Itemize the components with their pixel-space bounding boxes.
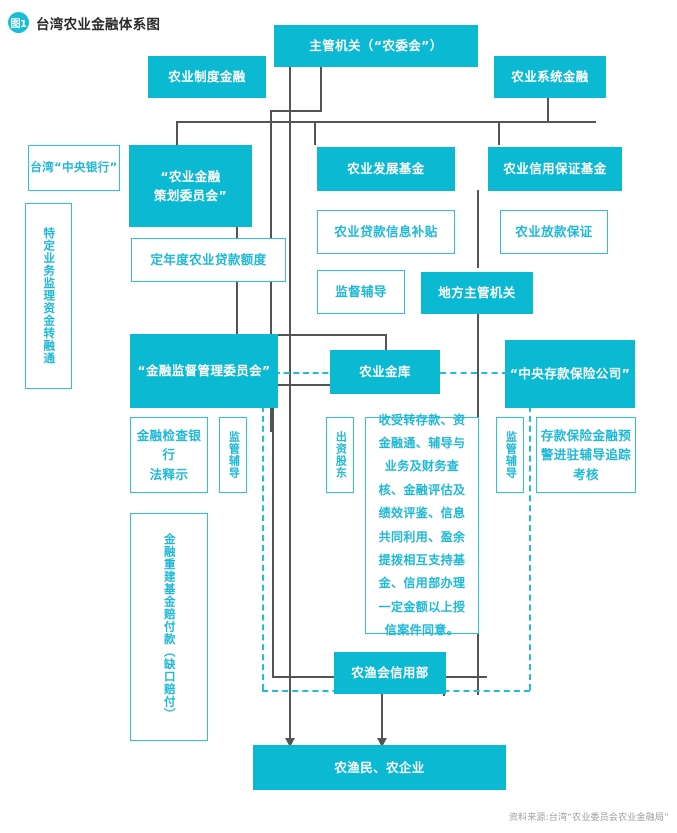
node-agri-loan-guarantee[interactable]: 农业放款保证 xyxy=(500,210,608,254)
node-end-users[interactable]: 农渔民、农企业 xyxy=(253,745,506,790)
node-supervision-guidance-right[interactable]: 监管辅导 xyxy=(496,417,524,493)
connector xyxy=(477,190,479,268)
connector xyxy=(176,121,178,145)
connector xyxy=(272,394,274,676)
dashed-boundary xyxy=(529,396,531,690)
arrow-head xyxy=(377,738,387,747)
connector xyxy=(176,121,596,123)
node-label-line2: 法释示 xyxy=(149,466,189,482)
node-agri-development-fund[interactable]: 农业发展基金 xyxy=(317,147,455,191)
node-deposit-insurance-warning[interactable]: 存款保险金融预警进驻辅导追踪考核 xyxy=(536,417,636,493)
node-farmers-fishermen-credit-dept[interactable]: 农渔会信用部 xyxy=(334,652,446,694)
connector xyxy=(320,66,322,112)
node-agri-loan-interest-subsidy[interactable]: 农业贷款信息补贴 xyxy=(317,210,455,254)
connector xyxy=(236,334,386,336)
node-competent-authority[interactable]: 主管机关（“农委会”） xyxy=(274,25,478,67)
connector xyxy=(289,690,291,742)
source-note: 资料来源:台湾“农业委员会农业金融局” xyxy=(508,813,669,823)
connector xyxy=(314,121,316,145)
dashed-boundary xyxy=(274,372,338,374)
dashed-boundary xyxy=(262,396,264,690)
node-label-line1: “农业金融 xyxy=(160,168,221,184)
connector xyxy=(385,334,387,352)
node-label-line1: 金融检查银行 xyxy=(136,427,202,463)
node-financial-restructuring-fund[interactable]: 金融重建基金赔付款（缺口赔付） xyxy=(130,513,208,741)
node-supervision-guidance-mid[interactable]: 监管辅导 xyxy=(219,417,247,493)
node-agri-system-finance[interactable]: 农业制度金融 xyxy=(148,56,266,98)
node-agri-system-banking[interactable]: 农业系统金融 xyxy=(494,56,606,98)
node-agri-credit-guarantee-fund[interactable]: 农业信用保证基金 xyxy=(488,147,622,191)
node-central-bank[interactable]: 台湾“中央银行” xyxy=(28,145,120,191)
node-agri-finance-committee[interactable]: “农业金融 策划委员会” xyxy=(129,145,252,227)
dashed-boundary xyxy=(440,372,508,374)
node-financial-inspection[interactable]: 金融检查银行 法释示 xyxy=(130,417,208,493)
figure-badge: 图1 xyxy=(8,12,29,33)
node-supervision-guidance-left[interactable]: 监督辅导 xyxy=(317,270,405,314)
arrow-head xyxy=(285,738,295,747)
connector xyxy=(547,95,549,121)
node-capital-shareholder[interactable]: 出资股东 xyxy=(326,417,354,493)
connector xyxy=(289,66,291,696)
node-local-authority[interactable]: 地方主管机关 xyxy=(421,272,533,314)
connector xyxy=(289,640,291,698)
page-title-text: 台湾农业金融体系图 xyxy=(36,16,161,33)
connector xyxy=(498,121,500,145)
node-agri-bank[interactable]: 农业金库 xyxy=(330,350,440,394)
node-cdic[interactable]: “中央存款保险公司” xyxy=(505,340,635,408)
connector xyxy=(272,384,334,386)
node-special-business-supervision[interactable]: 特定业务监理资金转融通 xyxy=(25,203,72,389)
node-fsc[interactable]: “金融监督管理委员会” xyxy=(130,334,278,408)
connector xyxy=(381,690,383,742)
page-title: 图1 台湾农业金融体系图 xyxy=(8,12,160,33)
connector xyxy=(270,110,322,112)
node-business-scope-text[interactable]: 收受转存款、资金融通、辅导与业务及财务查核、金融评估及绩效评鉴、信息共同利用、盈… xyxy=(365,413,479,637)
node-annual-loan-quota[interactable]: 定年度农业贷款额度 xyxy=(131,238,286,282)
node-label-line2: 策划委员会” xyxy=(153,188,228,203)
